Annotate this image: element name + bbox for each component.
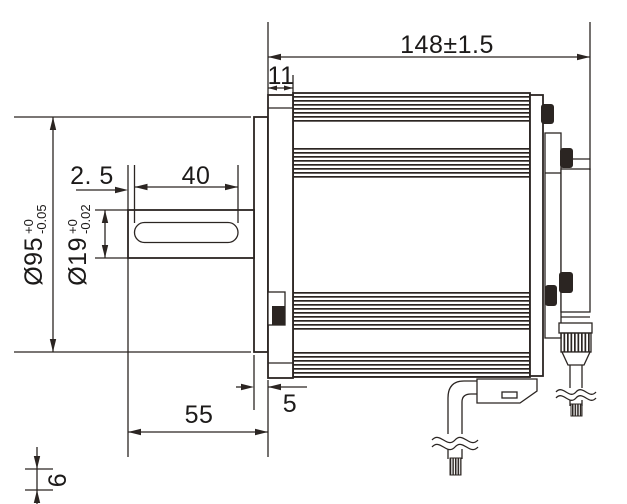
tolerance-lower: -0.02 [78, 204, 93, 234]
break-gap [431, 434, 479, 448]
break-wave [431, 443, 479, 451]
rotated-diameter-label: Ø95 +0 -0.05 [20, 204, 49, 285]
gland-nut-serration [561, 333, 591, 352]
break-wave [431, 436, 479, 444]
break-wave [555, 389, 597, 395]
dimension-label: 11 [268, 62, 295, 90]
dimension-label: 5 [283, 390, 297, 418]
dimension-keyway-offset: 2. 5 [70, 162, 136, 457]
flange-tab-key [272, 306, 285, 325]
dimension-label: 6 [44, 473, 72, 487]
dimension-spigot-depth: 5 [236, 355, 307, 418]
arrowhead [255, 428, 268, 436]
terminal-box [560, 168, 591, 313]
arrowhead [101, 210, 109, 223]
wire-brush-end [570, 403, 583, 417]
wire-brush-end [449, 457, 462, 476]
dimension-label: 40 [182, 162, 211, 190]
stud-bolt [560, 148, 573, 168]
arrowhead [241, 383, 254, 391]
stud-bolt [541, 104, 554, 124]
cooling-fins-band [293, 147, 530, 178]
break-wave [555, 395, 597, 401]
arrowhead [115, 186, 128, 194]
arrowhead [268, 383, 281, 391]
rotated-diameter-label: Ø19 +0 -0.02 [64, 204, 93, 285]
arrowhead [49, 117, 57, 130]
motor-body-outline [292, 92, 531, 378]
cooling-fins-band [293, 95, 530, 123]
dimension-label: 55 [185, 401, 214, 429]
gland-taper [560, 351, 592, 366]
dimension-shaft-diameter: Ø19 +0 -0.02 [64, 204, 128, 286]
cooling-fins-band [293, 351, 530, 377]
arrowhead [49, 339, 57, 352]
arrowhead [268, 85, 277, 91]
arrowhead [33, 490, 41, 503]
cooling-fins-band [293, 292, 530, 331]
stud-bolt [545, 285, 557, 306]
dimension-shaft-length: 55 [128, 380, 269, 457]
cable-gland [558, 322, 593, 366]
dimension-spigot-diameter: Ø95 +0 -0.05 [14, 116, 251, 353]
connector-notch [501, 391, 518, 399]
tolerance-upper: +0 [21, 219, 36, 234]
mounting-flange [267, 94, 294, 379]
cable-elbow-inner [461, 393, 478, 434]
dimension-label: 2. 5 [70, 162, 114, 190]
dimension-overall-length: 148±1.5 [267, 22, 591, 170]
dimension-label: Ø19 [64, 237, 92, 286]
break-gap [556, 388, 596, 400]
rear-end-cap [529, 94, 544, 377]
connector-block [476, 378, 538, 404]
motor-body-group [127, 92, 597, 476]
dimension-label: Ø95 [20, 237, 48, 286]
gland-mount [558, 322, 593, 334]
arrowhead [134, 183, 148, 191]
dimension-label: 148±1.5 [400, 31, 494, 59]
arrowhead [225, 183, 238, 191]
cable-elbow-outer [447, 380, 478, 434]
dimension-keyway-length: 40 [134, 162, 239, 223]
arrowhead [268, 53, 281, 61]
stud-bolt [559, 272, 573, 293]
arrowhead [33, 456, 41, 469]
tolerance-upper: +0 [65, 219, 80, 234]
tolerance-lower: -0.05 [34, 204, 49, 234]
arrowhead [577, 53, 590, 61]
arrowhead [128, 428, 141, 436]
dimension-key-height: 6 [25, 447, 72, 504]
keyway-slot [133, 221, 239, 244]
dimension-flange-thickness: 11 [268, 62, 295, 93]
rotated-label: 6 [44, 473, 72, 487]
bottom-cable [431, 378, 538, 476]
arrowhead [284, 85, 293, 91]
rear-cable [555, 365, 597, 417]
pilot-spigot [253, 116, 269, 353]
arrowhead [101, 245, 109, 258]
rear-plate [544, 132, 562, 339]
